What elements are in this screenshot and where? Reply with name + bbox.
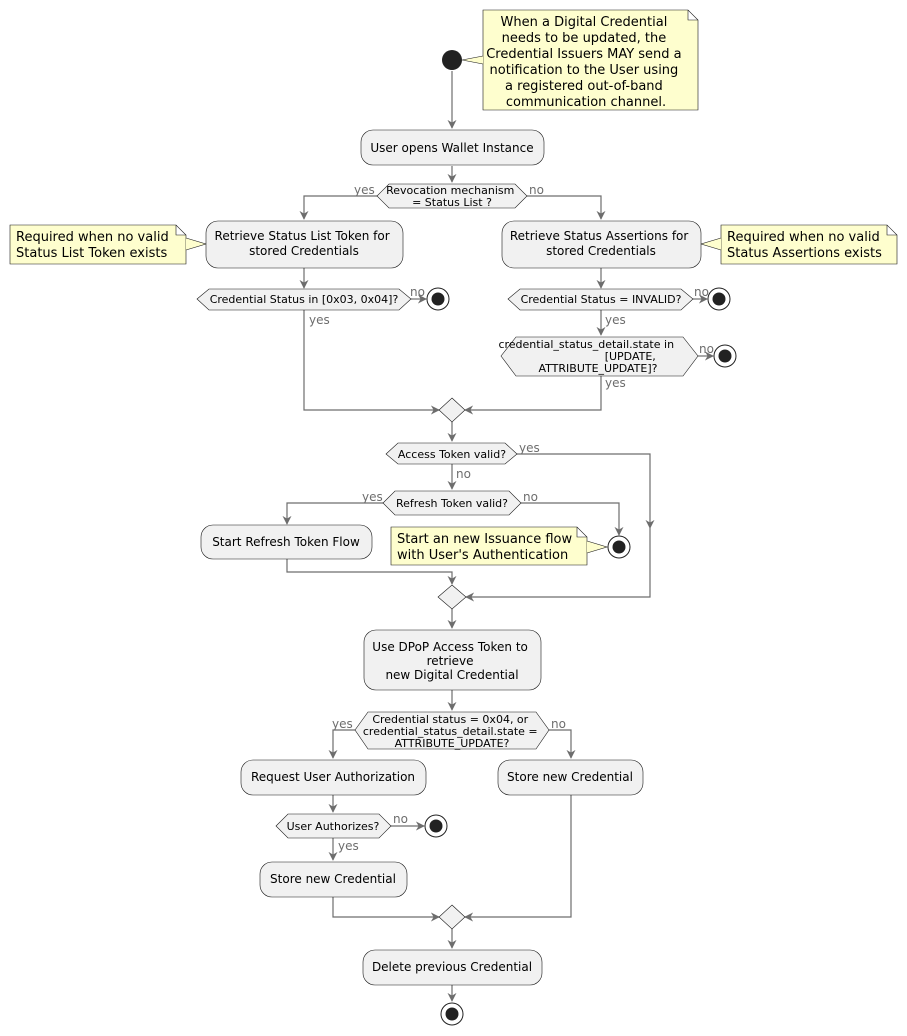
flow-lines (282, 71, 714, 1002)
note-issuance: Start an new Issuance flow with User's A… (390, 526, 609, 566)
svg-text:Credential Status in [0x03, 0x: Credential Status in [0x03, 0x04]? (210, 293, 399, 306)
svg-text:User opens Wallet Instance: User opens Wallet Instance (370, 141, 533, 155)
activity-request-user-auth: Request User Authorization (240, 759, 427, 796)
label-no-credential-status: no (551, 717, 566, 731)
label-yes-state: yes (605, 376, 626, 390)
label-yes-credential-status: yes (332, 717, 353, 731)
merge-1 (438, 397, 466, 423)
note-right: Required when no valid Status Assertions… (699, 224, 898, 265)
svg-text:Refresh Token valid?: Refresh Token valid? (396, 497, 508, 510)
decision-status-list: Credential Status in [0x03, 0x04]? (196, 288, 412, 311)
merge-3 (438, 904, 466, 930)
activity-start-refresh: Start Refresh Token Flow (200, 524, 373, 560)
start-node (442, 50, 462, 70)
activity-retrieve-status-assertions: Retrieve Status Assertions for stored Cr… (501, 220, 702, 269)
end-node-user-auth (424, 814, 448, 838)
label-yes-revocation: yes (354, 183, 375, 197)
svg-text:credential_status_detail.state: credential_status_detail.state in [UPDAT… (498, 338, 677, 375)
decision-invalid: Credential Status = INVALID? (507, 288, 694, 311)
decision-user-authorizes: User Authorizes? (275, 813, 392, 839)
end-node-invalid (707, 287, 731, 311)
svg-text:Credential Status = INVALID?: Credential Status = INVALID? (521, 293, 682, 306)
svg-text:Credential status = 0x04, or: Credential status = 0x04, or credential_… (363, 713, 541, 750)
svg-text:Use DPoP Access Token to: Use DPoP Access Token to retrieve new Di… (372, 640, 531, 682)
activity-delete-previous: Delete previous Credential (362, 949, 543, 986)
label-no-user-auth: no (393, 812, 408, 826)
svg-text:Delete previous Credential: Delete previous Credential (372, 960, 532, 974)
label-yes-user-auth: yes (338, 839, 359, 853)
label-no-access: no (456, 467, 471, 481)
activity-use-dpop: Use DPoP Access Token to retrieve new Di… (363, 629, 542, 691)
svg-text:Start an new Issuance flow: Start an new Issuance flow with User's A… (397, 532, 576, 563)
svg-text:Start Refresh Token Flow: Start Refresh Token Flow (212, 535, 360, 549)
activity-open-wallet: User opens Wallet Instance (360, 129, 545, 166)
svg-text:Required when no valid S: Required when no valid Status Assertions… (727, 230, 884, 261)
activity-store-new-credential-right: Store new Credential (497, 759, 644, 796)
svg-text:Store new Credential: Store new Credential (270, 872, 396, 886)
label-yes-status-list: yes (309, 313, 330, 327)
svg-text:Access Token valid?: Access Token valid? (398, 448, 506, 461)
end-node-final (440, 1002, 464, 1026)
svg-text:User Authorizes?: User Authorizes? (287, 820, 380, 833)
merge-2 (437, 584, 467, 610)
label-no-invalid: no (694, 285, 709, 299)
svg-text:Required when no valid S: Required when no valid Status List Token… (16, 230, 173, 261)
svg-text:Store new Credential: Store new Credential (507, 770, 633, 784)
end-node-status-list (426, 287, 450, 311)
label-no-status-list: no (410, 285, 425, 299)
end-node-state (713, 344, 737, 368)
label-yes-access: yes (519, 441, 540, 455)
svg-text:Retrieve Status Assertions for: Retrieve Status Assertions for stored Cr… (510, 229, 692, 258)
note-top: When a Digital Credential needs to be up… (461, 9, 699, 111)
branch-labels: yes no no yes no yes no yes yes no yes n… (309, 183, 714, 853)
svg-text:When a Digital Credential: When a Digital Credential needs to be up… (486, 15, 686, 110)
decision-access-token: Access Token valid? (385, 442, 518, 465)
label-yes-refresh: yes (362, 490, 383, 504)
label-yes-invalid: yes (605, 313, 626, 327)
decision-refresh-token: Refresh Token valid? (382, 490, 522, 516)
svg-text:Revocation mechanism = S: Revocation mechanism = Status List ? (386, 184, 518, 209)
note-left: Required when no valid Status List Token… (9, 224, 208, 265)
decision-credential-status: Credential status = 0x04, or credential_… (354, 711, 550, 750)
activity-store-new-credential-left: Store new Credential (259, 861, 408, 898)
label-no-refresh: no (523, 490, 538, 504)
svg-text:Retrieve Status List Token for: Retrieve Status List Token for stored Cr… (215, 229, 394, 258)
decision-state-in: credential_status_detail.state in [UPDAT… (498, 336, 699, 377)
activity-retrieve-status-list: Retrieve Status List Token for stored Cr… (205, 220, 404, 269)
end-node-refresh (607, 535, 631, 559)
decision-revocation: Revocation mechanism = Status List ? (376, 183, 528, 209)
label-no-state: no (699, 342, 714, 356)
label-no-revocation: no (529, 183, 544, 197)
svg-text:Request User Authorization: Request User Authorization (251, 770, 415, 784)
